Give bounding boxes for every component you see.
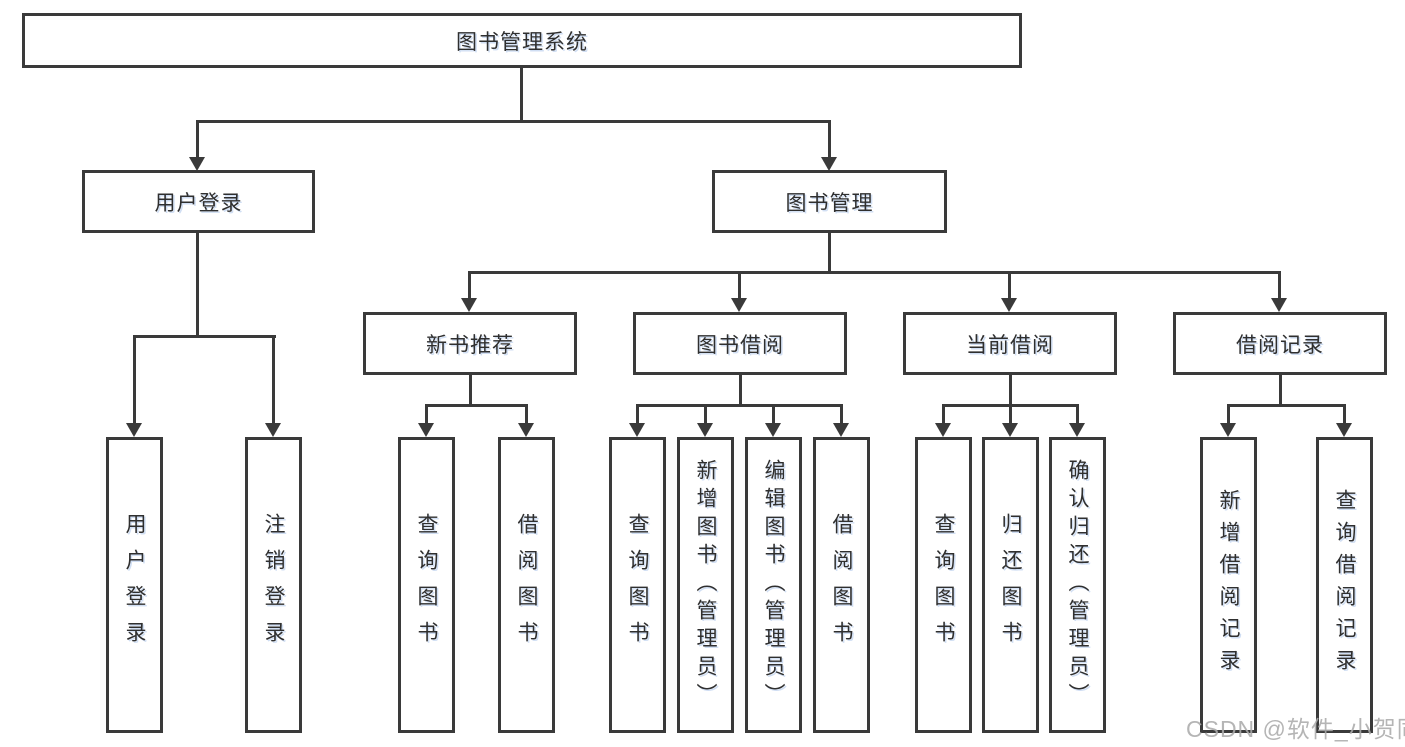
node-book-borrowing: 图书借阅 [633,312,847,375]
connector-line [425,404,527,407]
connector-line [1009,375,1012,406]
arrow-down [821,157,837,171]
arrow-down [697,423,713,437]
arrow-down [1002,423,1018,437]
node-current-borrowing: 当前借阅 [903,312,1117,375]
arrow-down [1336,423,1352,437]
node-leaf-label: 新增图书（管理员） [694,459,717,711]
node-leaf-label: 借阅图书 [515,513,538,657]
arrow-down [1220,423,1236,437]
connector-line [1227,404,1345,407]
connector-line [468,271,471,299]
node-user-login-label: 用户登录 [154,191,243,215]
arrow-down [1069,423,1085,437]
node-leaf-label: 用户登录 [123,513,146,657]
node-borrowing-records: 借阅记录 [1173,312,1387,375]
node-leaf-add-books-admin: 新增图书（管理员） [677,437,734,733]
node-leaf-query-books-current: 查询图书 [915,437,972,733]
node-book-management-label: 图书管理 [785,191,874,215]
connector-line [272,335,275,423]
csdn-watermark: CSDN @软件_小贺同学 [1186,716,1405,742]
node-leaf-label: 新增借阅记录 [1217,489,1240,681]
connector-line [520,68,523,122]
node-book-management: 图书管理 [712,170,947,233]
node-leaf-label: 注销登录 [262,513,285,657]
node-root: 图书管理系统 [22,13,1022,68]
node-leaf-label: 查询图书 [932,513,955,657]
connector-line [636,404,639,424]
connector-line [196,120,199,158]
connector-line [1343,404,1346,424]
arrow-down [833,423,849,437]
node-root-label: 图书管理系统 [456,30,588,54]
connector-line [425,404,428,424]
node-leaf-label: 确认归还（管理员） [1066,459,1089,711]
node-leaf-label: 查询借阅记录 [1333,489,1356,681]
connector-line [196,233,199,337]
arrow-down [518,423,534,437]
arrow-down [1271,298,1287,312]
node-leaf-borrow-books: 借阅图书 [813,437,870,733]
connector-line [738,271,741,299]
arrow-down [126,423,142,437]
connector-line [840,404,843,424]
node-leaf-label: 查询图书 [626,513,649,657]
node-user-login: 用户登录 [82,170,315,233]
node-leaf-edit-books-admin: 编辑图书（管理员） [745,437,802,733]
node-leaf-label: 归还图书 [999,513,1022,657]
arrow-down [629,423,645,437]
node-leaf-user-login: 用户登录 [106,437,163,733]
connector-line [772,404,775,424]
connector-line [1076,404,1079,424]
node-leaf-query-books-recommend: 查询图书 [398,437,455,733]
node-leaf-query-books-borrowing: 查询图书 [609,437,666,733]
node-borrowing-records-label: 借阅记录 [1236,333,1324,357]
node-leaf-query-borrow-record: 查询借阅记录 [1316,437,1373,733]
node-leaf-borrow-books-recommend: 借阅图书 [498,437,555,733]
connector-line [636,404,842,407]
node-book-borrowing-label: 图书借阅 [696,333,784,357]
node-leaf-label: 查询图书 [415,513,438,657]
connector-line [704,404,707,424]
connector-line [469,375,472,406]
node-leaf-return-books: 归还图书 [982,437,1039,733]
connector-line [1009,404,1012,424]
connector-line [133,335,136,423]
connector-line [828,120,831,158]
arrow-down [1001,298,1017,312]
connector-line [828,233,831,273]
node-leaf-label: 编辑图书（管理员） [762,459,785,711]
connector-line [196,120,831,123]
connector-line [942,404,945,424]
node-leaf-label: 借阅图书 [830,513,853,657]
arrow-down [765,423,781,437]
node-new-book-recommend-label: 新书推荐 [426,333,514,357]
connector-line [1008,271,1011,299]
connector-line [469,271,1281,274]
node-leaf-logout: 注销登录 [245,437,302,733]
arrow-down [418,423,434,437]
node-leaf-add-borrow-record: 新增借阅记录 [1200,437,1257,733]
node-new-book-recommend: 新书推荐 [363,312,577,375]
node-leaf-confirm-return-admin: 确认归还（管理员） [1049,437,1106,733]
node-current-borrowing-label: 当前借阅 [966,333,1054,357]
arrow-down [731,298,747,312]
connector-line [739,375,742,406]
arrow-down [935,423,951,437]
arrow-down [265,423,281,437]
arrow-down [189,157,205,171]
connector-line [1278,271,1281,299]
connector-line [525,404,528,424]
connector-line [1279,375,1282,406]
arrow-down [461,298,477,312]
connector-line [133,335,276,338]
connector-line [1227,404,1230,424]
